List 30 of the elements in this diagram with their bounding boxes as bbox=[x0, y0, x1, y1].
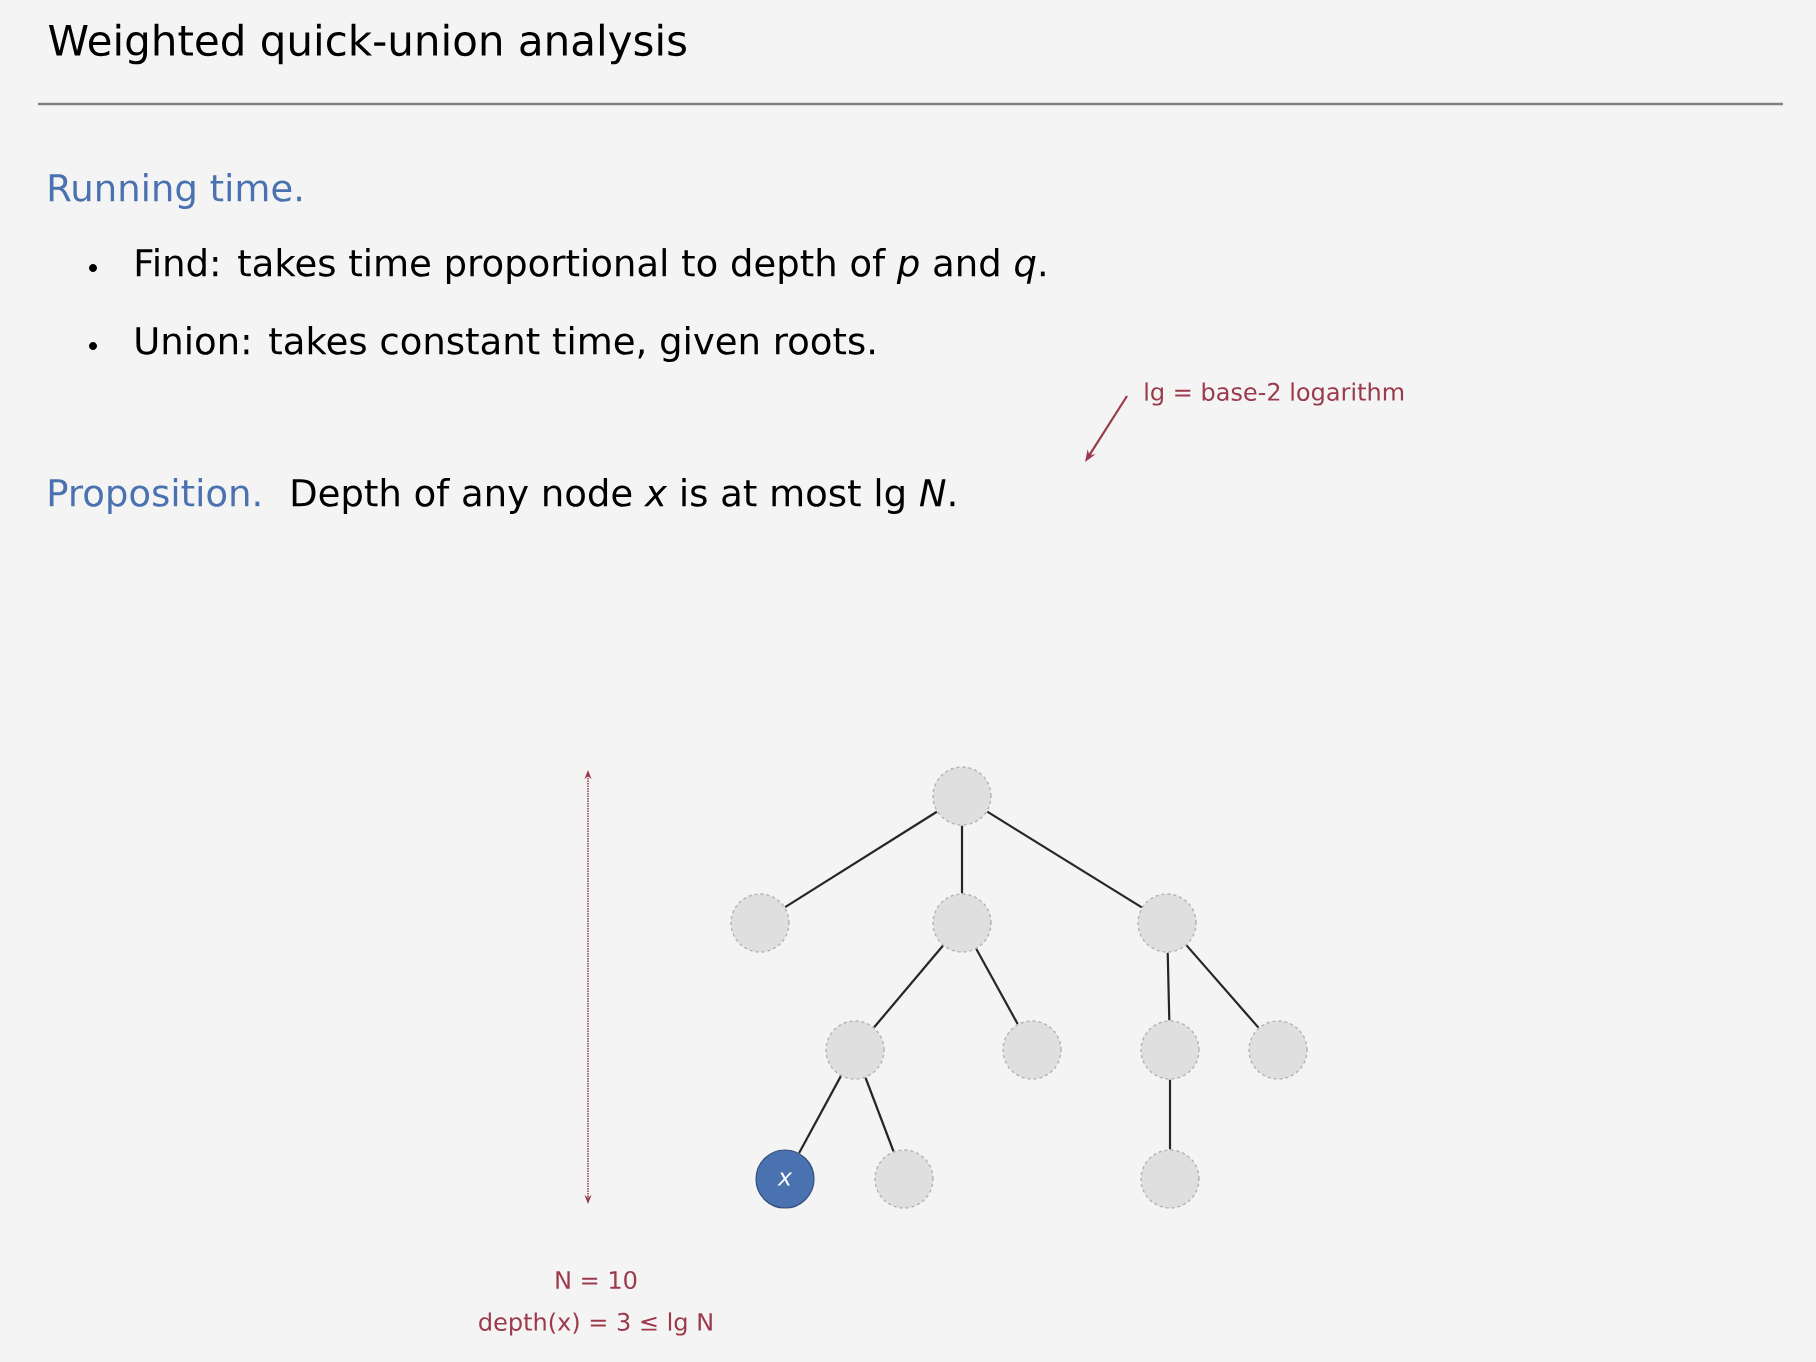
tree-node bbox=[1248, 1020, 1308, 1080]
proposition-text: Depth of any node x is at most lg N. bbox=[292, 478, 955, 514]
tree-node bbox=[932, 893, 992, 953]
tree-edge bbox=[784, 810, 938, 909]
tree-edge bbox=[975, 948, 1019, 1025]
tree-node bbox=[932, 766, 992, 826]
section-heading: Running time. bbox=[49, 173, 301, 209]
tree-edge bbox=[864, 1077, 895, 1152]
bullet-text: Find: takes time proportional to depth of p and q. bbox=[136, 248, 1045, 284]
tree-node bbox=[1140, 1149, 1200, 1209]
tree-edge bbox=[986, 810, 1143, 909]
tree-edge bbox=[1168, 1079, 1172, 1150]
annotation-label: lg = base-2 logarithm bbox=[1145, 382, 1404, 406]
caption-text: N = 10 bbox=[556, 1270, 637, 1290]
tree-edge bbox=[960, 825, 964, 894]
tree-node bbox=[1002, 1020, 1062, 1080]
caption-text: depth(x) = 3 ≤ lg N bbox=[479, 1312, 712, 1336]
bullet-text: Union: takes constant time, given roots. bbox=[136, 326, 874, 362]
tree-edge bbox=[873, 945, 944, 1028]
tree-node bbox=[1140, 1020, 1200, 1080]
tree-edge bbox=[798, 1075, 842, 1154]
title: Weighted quick-union analysis bbox=[48, 23, 686, 65]
highlighted-tree-node: x bbox=[755, 1149, 815, 1209]
tree-node bbox=[874, 1149, 934, 1209]
section-heading: Proposition. bbox=[49, 478, 260, 514]
tree-node bbox=[730, 893, 790, 953]
tree-edge bbox=[1185, 944, 1260, 1029]
tree-edge bbox=[1166, 952, 1171, 1021]
tree-node bbox=[825, 1020, 885, 1080]
tree-node bbox=[1137, 893, 1197, 953]
